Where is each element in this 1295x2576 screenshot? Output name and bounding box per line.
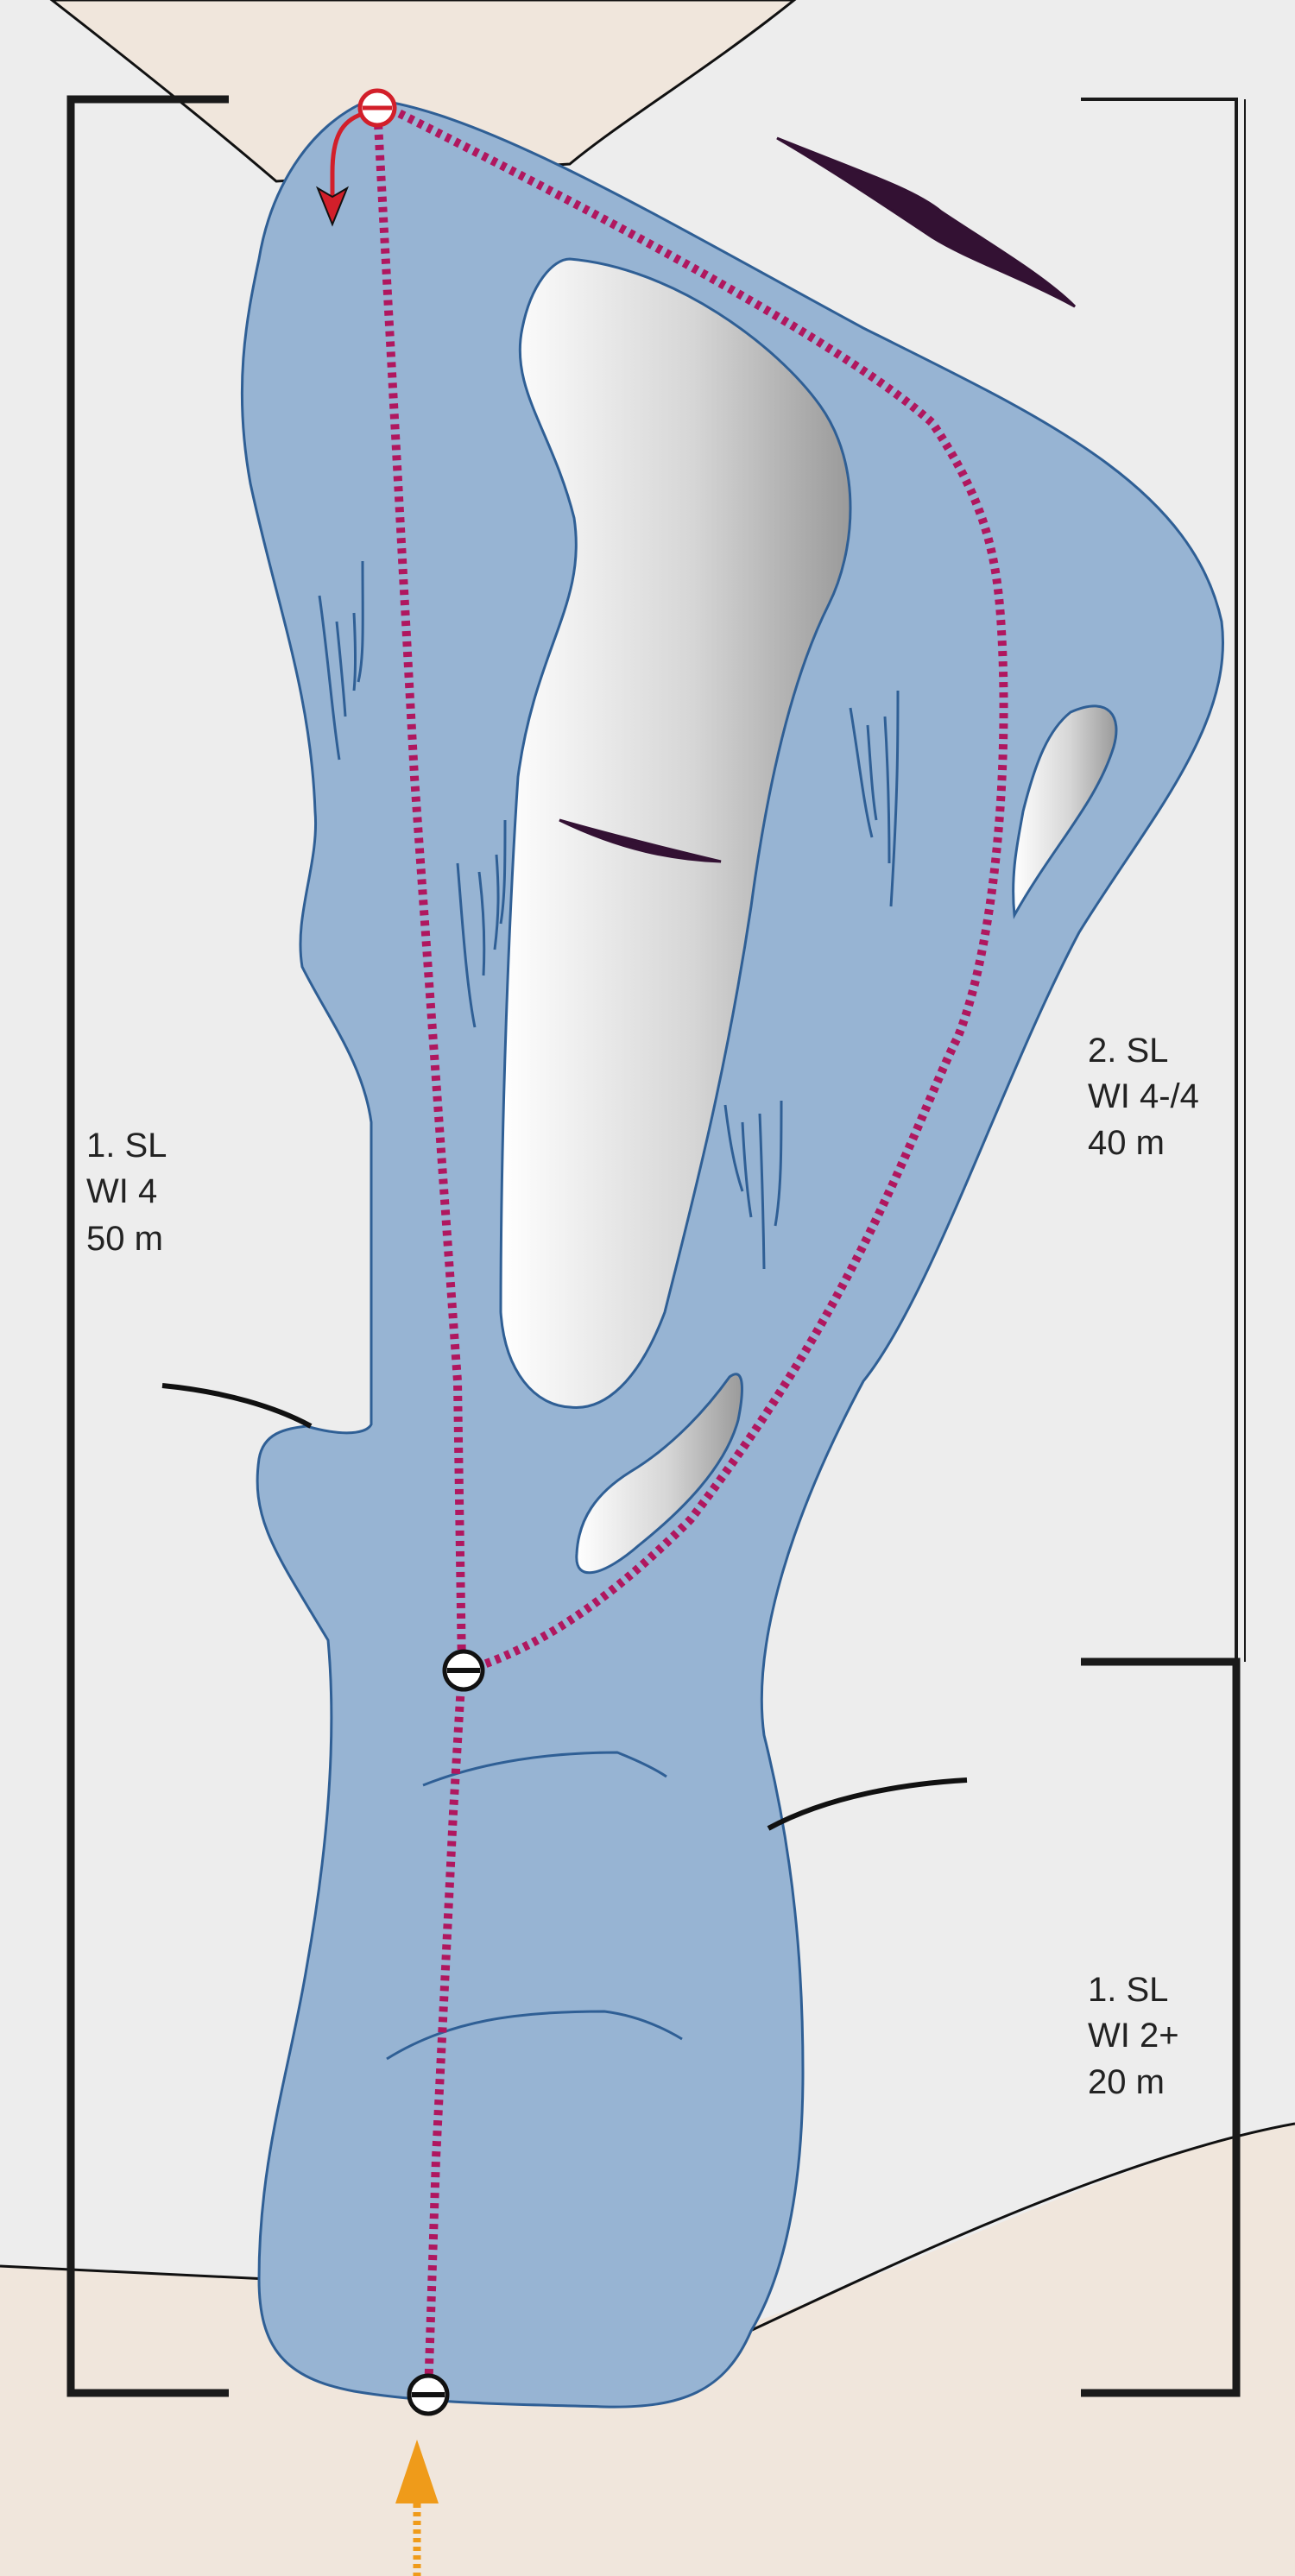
ledge-left — [161, 1383, 313, 1429]
ground-line-left — [0, 2264, 268, 2281]
bottom-belay-icon — [407, 2373, 450, 2416]
icicles-upper-left — [318, 560, 364, 761]
overhang-middle — [559, 818, 722, 863]
left-pitch-label: 1. SL — [86, 1127, 167, 1165]
icicles-lower — [723, 1100, 783, 1270]
top-anchor-icon — [357, 88, 397, 128]
bracket-left — [66, 95, 229, 2397]
rock-small-right — [1012, 704, 1118, 919]
mid-belay-icon — [442, 1649, 485, 1692]
icicles-middle-left — [456, 819, 507, 1028]
right-pitch1-grade: WI 2+ — [1088, 2017, 1179, 2055]
icicles-right — [849, 690, 900, 907]
rock-large — [499, 257, 852, 1409]
route-line-main — [373, 107, 467, 2396]
left-pitch-length: 50 m — [86, 1220, 163, 1258]
right-pitch1-label: 1. SL — [1088, 1971, 1168, 2009]
right-pitch2-grade: WI 4-/4 — [1088, 1077, 1199, 1115]
approach-arrow-icon — [395, 2440, 439, 2576]
ground-line-right — [703, 2122, 1295, 2354]
rock-small-lower — [575, 1373, 743, 1575]
right-pitch2-length: 40 m — [1088, 1124, 1165, 1162]
ledge-right — [767, 1777, 968, 1831]
rappel-arrow-icon — [315, 111, 363, 227]
right-pitch1-length: 20 m — [1088, 2063, 1165, 2101]
ice-ledge-2 — [386, 2010, 683, 2061]
overhang-upper-right — [776, 136, 1077, 308]
route-line-variant — [377, 99, 1008, 1675]
bracket-right-pitch1 — [1081, 1657, 1241, 2397]
right-pitch2-label: 2. SL — [1088, 1032, 1168, 1070]
ice-ledge-1 — [422, 1751, 667, 1787]
left-pitch-grade: WI 4 — [86, 1172, 157, 1210]
